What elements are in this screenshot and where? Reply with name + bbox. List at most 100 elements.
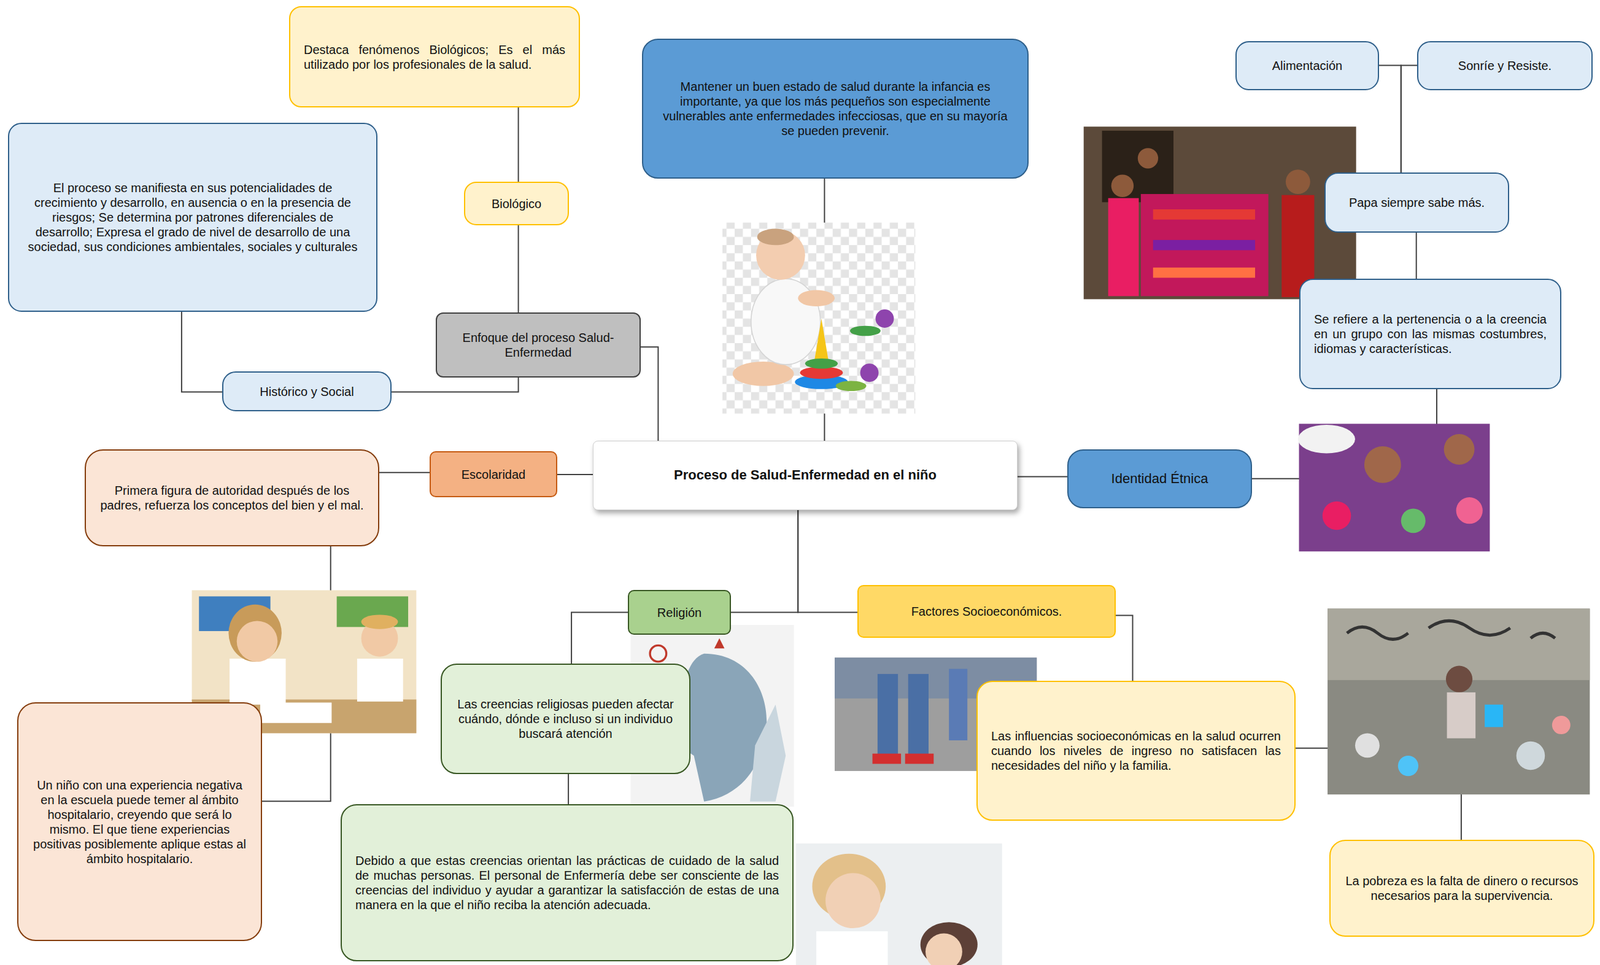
person-head: [1111, 174, 1135, 198]
photo-doorway: [1102, 130, 1174, 202]
node-text: Un niño con una experiencia negativa en …: [31, 777, 248, 866]
embroidered-flower: [1401, 508, 1426, 533]
connector: [1401, 65, 1418, 173]
cloth-stripe: [1153, 239, 1256, 251]
person-head: [1137, 147, 1159, 169]
connector: [797, 510, 858, 613]
connector: [1017, 475, 1068, 477]
node-text: Sonríe y Resiste.: [1431, 58, 1578, 74]
branch-box: Factores Socioeconómicos.: [857, 584, 1116, 638]
branch-box: Alimentación: [1235, 41, 1380, 91]
info-box: Las influencias socioeconómicas en la sa…: [976, 680, 1296, 821]
boy-shirt: [357, 658, 404, 702]
node-text: Las influencias socioeconómicas en la sa…: [991, 728, 1281, 773]
child-leg: [877, 673, 898, 756]
garbage: [1552, 715, 1571, 735]
info-box: Debido a que estas creencias orientan la…: [340, 803, 794, 962]
node-text: Biológico: [478, 196, 555, 212]
info-box: Las creencias religiosas pueden afectar …: [440, 663, 691, 774]
baby-hair: [757, 228, 795, 246]
paper: [260, 702, 332, 723]
plastic-bag: [1484, 704, 1504, 728]
religious-symbol: [649, 645, 667, 662]
connector: [567, 773, 569, 804]
branch-box: Papa siempre sabe más.: [1324, 172, 1510, 233]
node-text: Mantener un buen estado de salud durante…: [656, 79, 1014, 139]
info-box: El proceso se manifiesta en sus potencia…: [7, 122, 378, 312]
central-topic: Proceso de Salud-Enfermedad en el niño: [592, 440, 1018, 511]
node-text: Primera figura de autoridad después de l…: [99, 483, 365, 513]
baby-leg: [732, 361, 795, 387]
garbage: [1398, 755, 1419, 776]
nurse-face: [825, 872, 881, 928]
embroidered-flower: [1456, 497, 1483, 524]
branch-box: Biológico: [463, 181, 569, 226]
branch-box: Religión: [627, 589, 731, 635]
face: [1444, 433, 1475, 465]
connector: [181, 311, 223, 392]
info-box: Destaca fenómenos Biológicos; Es el más …: [289, 6, 580, 108]
girl-shirt: [229, 658, 286, 705]
branch-box: Sonríe y Resiste.: [1417, 41, 1593, 91]
node-text: El proceso se manifiesta en sus potencia…: [22, 180, 363, 255]
connector: [640, 346, 658, 441]
child-body: [1447, 692, 1477, 739]
node-text: Enfoque del proceso Salud-Enfermedad: [450, 330, 627, 360]
person-dress: [1108, 198, 1140, 297]
node-text: Se refiere a la pertenencia o a la creen…: [1314, 311, 1547, 356]
person-head: [1285, 169, 1311, 194]
child-leg: [948, 668, 968, 741]
garbage: [1516, 741, 1546, 771]
head-scarf: [1298, 424, 1356, 454]
info-box: Mantener un buen estado de salud durante…: [641, 38, 1029, 179]
connector: [730, 510, 798, 613]
toy-ball: [875, 309, 895, 328]
face: [1364, 446, 1402, 484]
branch-box: Identidad Étnica: [1067, 449, 1253, 509]
connector: [571, 612, 628, 664]
node-text: Religión: [642, 605, 717, 620]
embroidered-flower: [1322, 501, 1352, 531]
garbage: [1355, 732, 1380, 758]
info-box: Se refiere a la pertenencia o a la creen…: [1299, 278, 1562, 390]
baby-arm: [797, 289, 835, 307]
child-leg: [908, 673, 929, 756]
node-text: Factores Socioeconómicos.: [872, 603, 1102, 619]
node-text: Las creencias religiosas pueden afectar …: [455, 696, 676, 741]
node-text: Identidad Étnica: [1082, 470, 1238, 487]
wall-graffiti: [1347, 620, 1556, 639]
child-face: [925, 932, 963, 965]
child-shoe: [905, 753, 935, 765]
boy-hair: [361, 614, 399, 629]
toy-ring: [805, 358, 838, 369]
baby-photo: [722, 222, 916, 414]
ethnic-photo: [1083, 126, 1357, 299]
branch-box: Histórico y Social: [222, 371, 392, 412]
connector: [517, 107, 520, 182]
node-text: Debido a que estas creencias orientan la…: [355, 853, 779, 913]
node-text: Proceso de Salud-Enfermedad en el niño: [606, 467, 1004, 484]
connector: [1379, 65, 1402, 173]
info-box: La pobreza es la falta de dinero o recur…: [1329, 839, 1595, 937]
toy-ring: [835, 380, 867, 391]
huipil-cloth: [1140, 193, 1269, 296]
node-text: Histórico y Social: [236, 384, 377, 399]
connector: [1115, 615, 1133, 681]
cloth-stripe: [1153, 267, 1256, 279]
node-text: La pobreza es la falta de dinero o recur…: [1344, 873, 1580, 903]
info-box: Un niño con una experiencia negativa en …: [17, 702, 263, 941]
praying-hands: [749, 704, 786, 802]
node-text: Destaca fenómenos Biológicos; Es el más …: [303, 42, 566, 72]
node-text: Escolaridad: [444, 467, 543, 482]
node-text: Papa siempre sabe más.: [1339, 195, 1495, 210]
girl-hair: [228, 604, 282, 662]
connector: [1415, 232, 1418, 279]
religious-symbol: [714, 638, 725, 649]
branch-box: Enfoque del proceso Salud-Enfermedad: [435, 312, 641, 378]
branch-box: Escolaridad: [429, 451, 558, 498]
nurse-shirt: [816, 931, 888, 965]
child-shoe: [872, 753, 902, 765]
toy-ring: [850, 325, 881, 337]
poverty-photo: [1327, 608, 1590, 795]
